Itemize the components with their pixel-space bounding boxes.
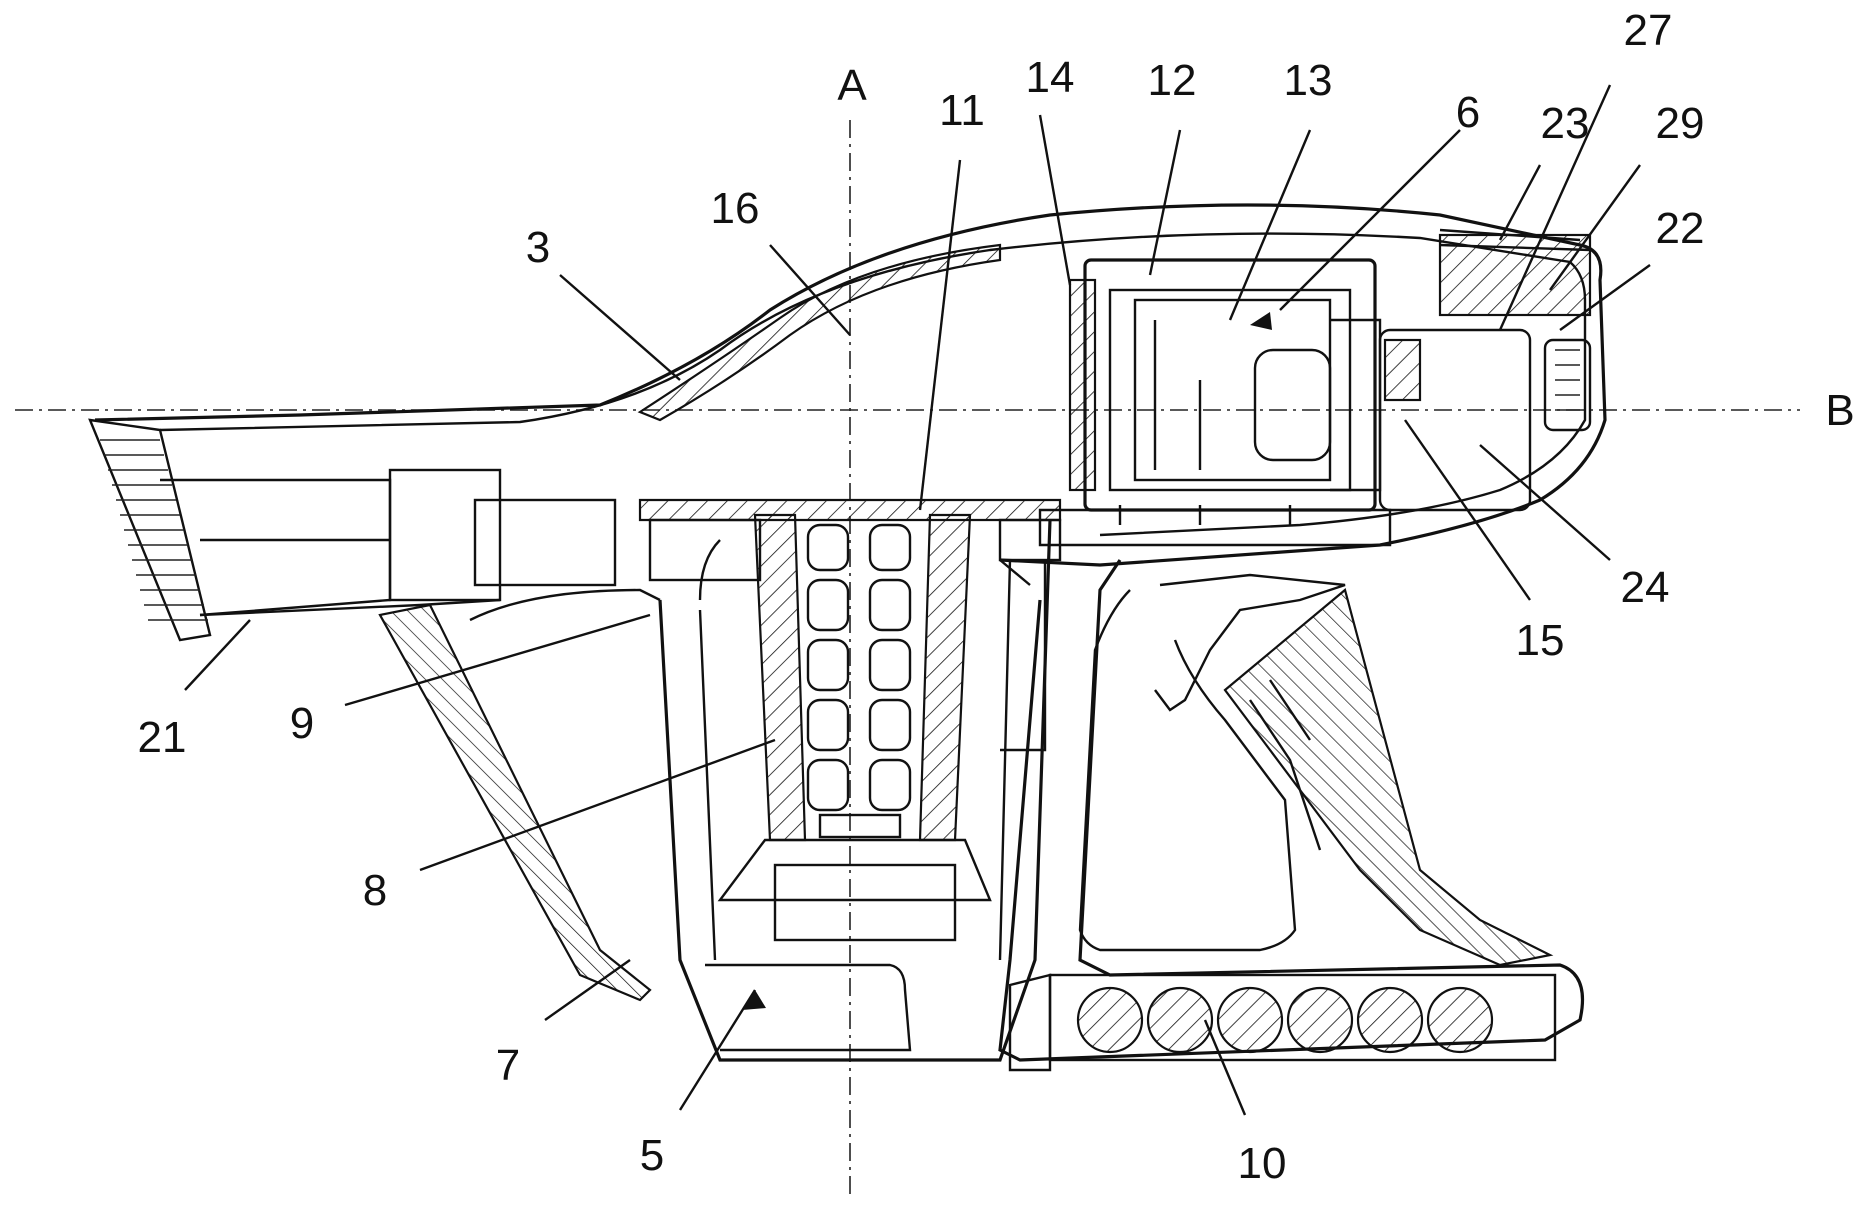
cyclone-outlet-block xyxy=(998,518,1062,562)
filter-wall-right xyxy=(918,513,972,842)
handle-outer xyxy=(998,559,1585,1062)
front-strut xyxy=(378,603,652,1002)
cyclone-inlet-block xyxy=(648,518,762,582)
arrow-5 xyxy=(742,990,766,1010)
motor-seal xyxy=(1068,278,1097,492)
trigger xyxy=(1154,573,1346,712)
upper-housing-hatch xyxy=(637,243,1002,422)
motor-base-plate xyxy=(1038,508,1392,547)
axis-label-a: A xyxy=(837,61,867,110)
handle-rear-wall xyxy=(1223,588,1554,967)
dust-cup-inner xyxy=(698,559,1012,961)
filter-mesh xyxy=(806,523,912,839)
inlet-duct xyxy=(160,478,392,617)
filter-wall-left xyxy=(753,513,807,842)
label-23: 23 xyxy=(1541,99,1590,148)
label-22: 22 xyxy=(1656,204,1705,253)
label-16: 16 xyxy=(711,184,760,233)
exhaust-vents xyxy=(1439,228,1591,252)
motor-windings xyxy=(1153,320,1202,470)
control-board-housing xyxy=(1378,328,1532,512)
nozzle xyxy=(88,418,212,642)
label-3: 3 xyxy=(526,223,550,272)
axis-label-b: B xyxy=(1825,386,1854,435)
motor-ribs xyxy=(1118,505,1292,525)
label-13: 13 xyxy=(1284,56,1333,105)
label-15: 15 xyxy=(1516,616,1565,665)
cyclone-side-chamber xyxy=(1000,560,1047,752)
battery-cells xyxy=(1076,986,1494,1054)
label-27: 27 xyxy=(1624,6,1673,55)
inlet-chamber xyxy=(388,468,502,602)
upper-housing xyxy=(94,203,1607,567)
label-11: 11 xyxy=(939,86,985,135)
label-9: 9 xyxy=(290,699,314,748)
upper-housing-inner xyxy=(159,232,1587,537)
nozzle-grille xyxy=(100,439,208,621)
filter-skirt xyxy=(717,838,992,902)
filter-base xyxy=(773,863,957,942)
charge-port xyxy=(1543,338,1592,432)
motor-core xyxy=(1133,298,1332,482)
motor-impeller xyxy=(1253,348,1332,462)
label-7: 7 xyxy=(496,1041,520,1090)
label-24: 24 xyxy=(1621,563,1670,612)
battery-latch xyxy=(1008,973,1052,1072)
label-21: 21 xyxy=(138,713,187,762)
motor-shell xyxy=(1108,288,1352,492)
front-strut-top xyxy=(469,588,661,622)
nozzle-bottom xyxy=(199,598,501,617)
label-8: 8 xyxy=(363,866,387,915)
cyclone-top-plate xyxy=(638,498,1062,522)
arrow-6 xyxy=(1250,312,1272,330)
motor-housing xyxy=(1083,258,1377,512)
label-10: 10 xyxy=(1238,1139,1287,1188)
leader-lines xyxy=(184,84,1651,1116)
cyclone-shoulders xyxy=(698,539,1031,601)
handle-switch-parts xyxy=(1249,679,1322,851)
control-board-block xyxy=(1383,338,1422,402)
motor-end-cap xyxy=(1330,318,1382,492)
inlet-port xyxy=(473,498,617,587)
dust-cup-bottom xyxy=(705,963,912,1052)
dust-cup-body xyxy=(658,519,1052,1062)
handle-grip xyxy=(1078,589,1297,952)
label-6: 6 xyxy=(1456,88,1480,137)
label-29: 29 xyxy=(1656,99,1705,148)
label-5: 5 xyxy=(640,1131,664,1180)
charge-port-pins xyxy=(1555,349,1580,411)
label-12: 12 xyxy=(1148,56,1197,105)
label-14: 14 xyxy=(1026,53,1075,102)
